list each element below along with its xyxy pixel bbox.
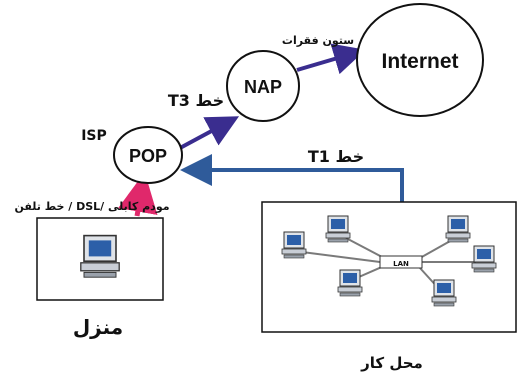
home-link-label: خط تلفن / DSL/ مودم کابلی [14, 200, 169, 213]
computer-icon [445, 215, 471, 243]
t3-link [179, 116, 240, 150]
lan-label: LAN [393, 260, 409, 268]
computer-icon [325, 215, 351, 243]
pop-label: POP [129, 146, 167, 166]
internet-node [356, 3, 484, 117]
computer-icon [471, 245, 497, 273]
t1-label: T1 خط [308, 147, 364, 166]
workplace-label: محل کار [360, 354, 423, 372]
nap-node [226, 50, 300, 122]
computer-icon [337, 269, 363, 297]
isp-label: ISP [81, 128, 107, 144]
pop-node [113, 126, 183, 184]
internet-label: Internet [381, 50, 458, 73]
lan-hub [379, 255, 423, 269]
nap-label: NAP [244, 77, 282, 97]
computer-icon [431, 279, 457, 307]
home-link [118, 172, 158, 217]
t3-label: T3 خط [168, 91, 224, 110]
backbone-label: ستون فقرات [282, 34, 354, 47]
computer-icon [281, 231, 307, 259]
home-computer-icon [80, 234, 121, 278]
backbone-link [296, 43, 366, 75]
home-label: منزل [73, 315, 123, 339]
